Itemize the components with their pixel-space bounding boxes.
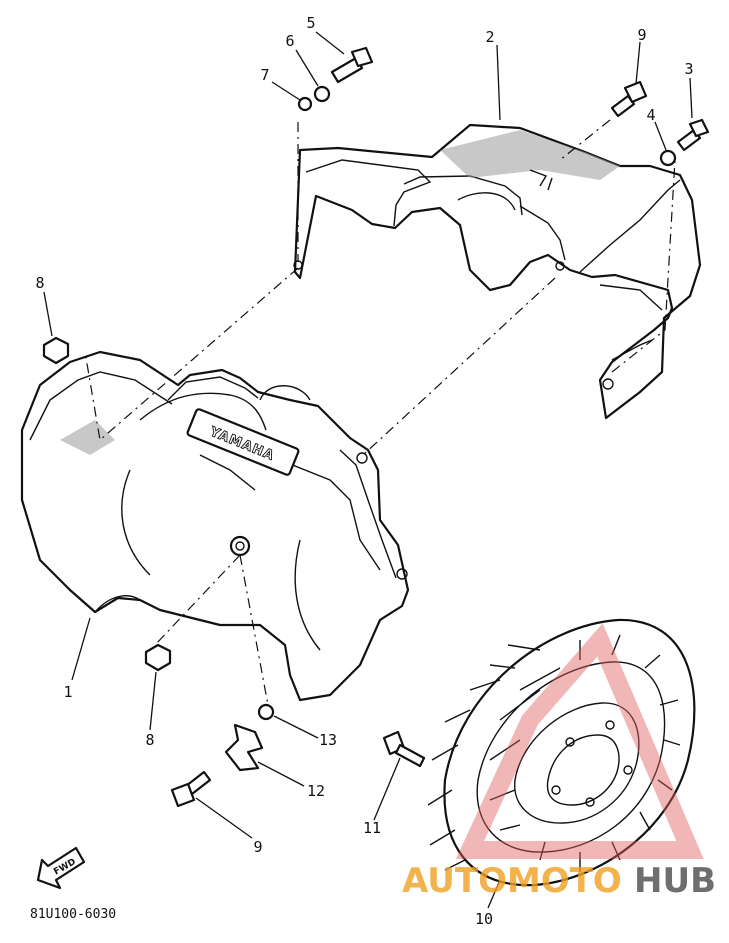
part-label: 3	[684, 60, 693, 78]
fwd-arrow-icon: FWD	[36, 846, 86, 890]
drawing-code: 81U100-6030	[30, 907, 116, 922]
watermark-text-left: AUTOMOTO	[402, 861, 622, 901]
bolt-9-top-part	[610, 80, 648, 118]
part-number-labels: 1 2 3 4 5 6 7 8 8 9 9 10 11 12 13	[35, 14, 693, 928]
part-label: 9	[637, 26, 646, 44]
collar-13-part	[257, 703, 275, 721]
assembly-centerlines	[84, 119, 676, 706]
bolt-9-bottom-part	[170, 770, 212, 808]
part-label: 4	[646, 106, 655, 124]
automotohub-watermark: AUTOMOTO HUB	[402, 623, 716, 901]
washer-4-part	[659, 149, 677, 167]
nut-8-top-part	[42, 336, 70, 365]
part-label: 8	[145, 731, 154, 749]
watermark-text-right: HUB	[634, 861, 716, 901]
part-label: 11	[363, 819, 381, 837]
part-label: 1	[63, 683, 72, 701]
washer-7-part	[297, 96, 313, 112]
cooling-fan-part	[427, 618, 696, 887]
part-label: 2	[485, 28, 494, 46]
part-label: 8	[35, 274, 44, 292]
bolt-5-part	[330, 46, 374, 84]
watermark-triangle-icon	[455, 623, 704, 859]
part-label: 5	[306, 14, 315, 32]
clip-12-part	[224, 723, 264, 772]
bolt-3-part	[676, 118, 710, 152]
part-label: 6	[285, 32, 294, 50]
bolt-11-part	[382, 730, 426, 768]
washer-6-part	[313, 85, 331, 103]
leader-lines	[43, 31, 693, 909]
part-label: 9	[253, 838, 262, 856]
nut-8-bottom-part	[144, 643, 172, 672]
part-label: 13	[319, 731, 337, 749]
front-cover-part: YAMAHA	[20, 350, 410, 702]
part-label: 10	[475, 910, 493, 928]
rear-cover-part	[293, 123, 702, 420]
part-label: 12	[307, 782, 325, 800]
part-label: 7	[260, 66, 269, 84]
